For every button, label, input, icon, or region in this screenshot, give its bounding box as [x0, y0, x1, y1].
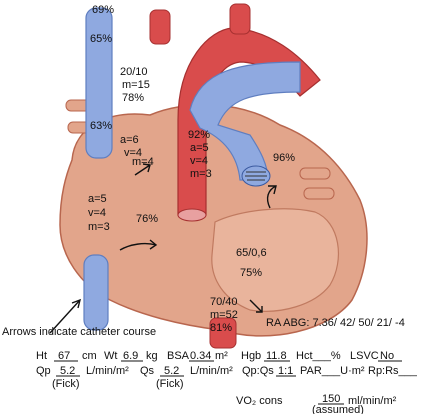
wt-unit: kg — [146, 350, 158, 362]
qp-label: Qp — [36, 365, 51, 377]
ra-m: m=3 — [88, 221, 110, 233]
aorta-branch — [229, 3, 251, 35]
vo2-label: VO₂ cons — [236, 395, 283, 407]
pv-v: v=4 — [190, 155, 208, 167]
pulmonary-vein-stub — [299, 167, 331, 180]
qp-unit: L/min/m² — [86, 365, 129, 377]
ra-upper-sat: 63% — [90, 120, 112, 132]
qs-value: 5.2 — [164, 365, 179, 377]
vo2-unit: ml/min/m² — [348, 395, 397, 407]
lsvc-label: LSVC — [350, 350, 379, 362]
lpa-sat: 96% — [273, 152, 295, 164]
hct-label: Hct___% — [296, 350, 341, 362]
svc-mid-sat: 65% — [90, 33, 112, 45]
ht-unit: cm — [82, 350, 97, 362]
ivc-vein — [83, 254, 109, 331]
innominate-sat: 78% — [122, 92, 144, 104]
pv-m: m=3 — [190, 168, 212, 180]
qpqs-label: Qp:Qs — [242, 365, 274, 377]
assumed-note: (assumed) — [312, 404, 364, 414]
fick-note-qp: (Fick) — [52, 378, 80, 390]
aorta-branch — [149, 9, 171, 45]
wt-value: 6.9 — [123, 350, 138, 362]
qs-unit: L/min/m² — [190, 365, 233, 377]
innominate-pressure: 20/10 — [120, 66, 148, 78]
pulmonary-vein-stub — [303, 187, 335, 200]
hgb-value: 11.8 — [266, 350, 287, 362]
ht-value: 67 — [58, 350, 70, 362]
ht-label: Ht — [36, 350, 47, 362]
aortic-root-stub — [209, 317, 237, 349]
innominate-mean: m=15 — [122, 79, 150, 91]
lsvc-value: No — [380, 350, 394, 362]
ao-mean: m=52 — [210, 309, 238, 321]
par-label: PAR___U·m² — [300, 365, 365, 377]
pulmonary-valve-lines — [245, 171, 267, 181]
svc-top-sat: 69% — [92, 4, 114, 16]
la-a: a=6 — [120, 134, 139, 146]
pv-sat: 92% — [188, 129, 210, 141]
la-v: v=4 — [124, 147, 142, 159]
qpqs-value: 1:1 — [278, 365, 293, 377]
qp-value: 5.2 — [60, 365, 75, 377]
ao-sat: 81% — [210, 322, 232, 334]
qs-label: Qs — [140, 365, 155, 377]
measurements-row-1: Ht 67 cm Wt 6.9 kg BSA 0.34 m² Hgb 11.8 … — [36, 350, 402, 362]
ra-v: v=4 — [88, 207, 106, 219]
ra-a: a=5 — [88, 193, 107, 205]
bsa-label: BSA — [167, 350, 190, 362]
catheter-arrow — [49, 163, 277, 334]
hgb-label: Hgb — [241, 350, 261, 362]
svc-vein — [85, 7, 113, 159]
pulmonary-artery — [189, 61, 301, 181]
bsa-value: 0.34 — [190, 350, 211, 362]
arrows-note: Arrows indicate catheter course — [2, 326, 156, 338]
ventricle-cavity — [211, 208, 339, 312]
fick-note-qs: (Fick) — [156, 378, 184, 390]
ao-pressure: 70/40 — [210, 296, 238, 308]
measurements-row-2: Qp 5.2 L/min/m² Qs 5.2 L/min/m² Qp:Qs 1:… — [36, 365, 418, 377]
pv-a: a=5 — [190, 142, 209, 154]
bsa-unit: m² — [215, 350, 228, 362]
aorta-cut-end — [177, 208, 207, 222]
lv-pressure: 65/0,6 — [236, 247, 267, 259]
rprs-label: Rp:Rs___ — [368, 365, 418, 377]
vo2-value: 150 — [322, 393, 340, 405]
lv-sat: 75% — [240, 267, 262, 279]
wt-label: Wt — [104, 350, 117, 362]
la-m: m=4 — [132, 156, 154, 168]
ra-sat: 76% — [136, 213, 158, 225]
ra-abg: RA ABG: 7.36/ 42/ 50/ 21/ -4 — [266, 317, 405, 329]
